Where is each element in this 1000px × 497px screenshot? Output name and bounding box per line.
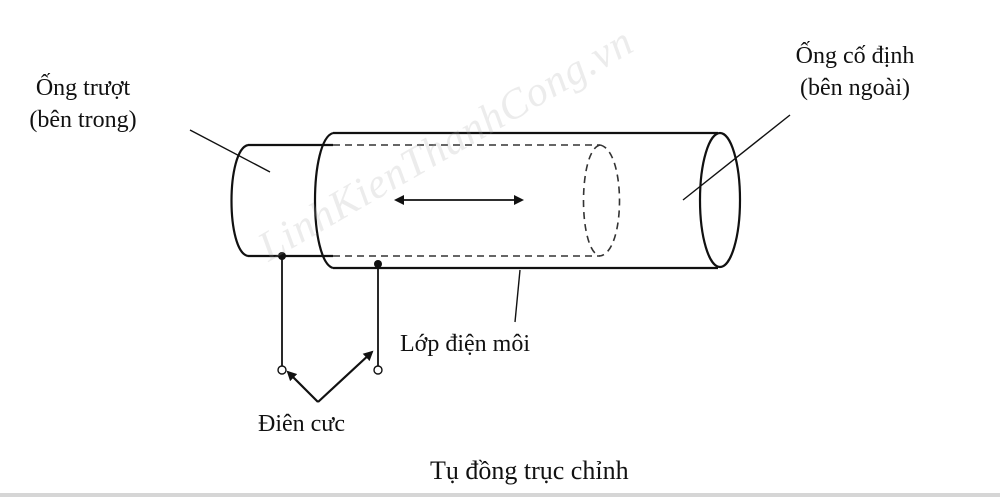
outer-tube-leader-line [682,114,791,201]
outer-tube-right-opening [698,131,742,269]
outer-tube [313,131,742,270]
dielectric-leader-line [514,269,521,323]
inner-tube-left-end [230,143,249,258]
bottom-divider [0,493,1000,497]
inner-tube-leader-line [189,129,271,173]
electrode-arrow-left [286,370,319,403]
inner-hidden-end-front [599,144,621,257]
inner-tube-label: Ống trượt (bên trong) [8,72,158,136]
outer-tube-label-line2: (bên ngoài) [800,75,910,101]
electrode-wires [277,252,383,375]
inner-tube-label-line1: Ống trượt [35,75,131,101]
electrode-arrow-right [317,350,374,403]
inner-electrode-terminal [277,365,287,375]
outer-electrode-terminal [373,365,383,375]
dielectric-label: Lớp điện môi [400,331,531,357]
inner-tube-label-line2: (bên trong) [29,107,137,133]
figure-caption: Tụ đồng trục chỉnh [430,456,629,485]
inner-tube [230,143,333,258]
outer-tube-left-end [313,131,334,270]
electrodes-label: Điên cưc [258,411,345,437]
outer-tube-label: Ống cố định (bên ngoài) [770,40,940,104]
inner-hidden-end-back [582,144,601,257]
outer-tube-label-line1: Ống cố định [795,43,915,69]
inner-tube-hidden [333,144,621,257]
